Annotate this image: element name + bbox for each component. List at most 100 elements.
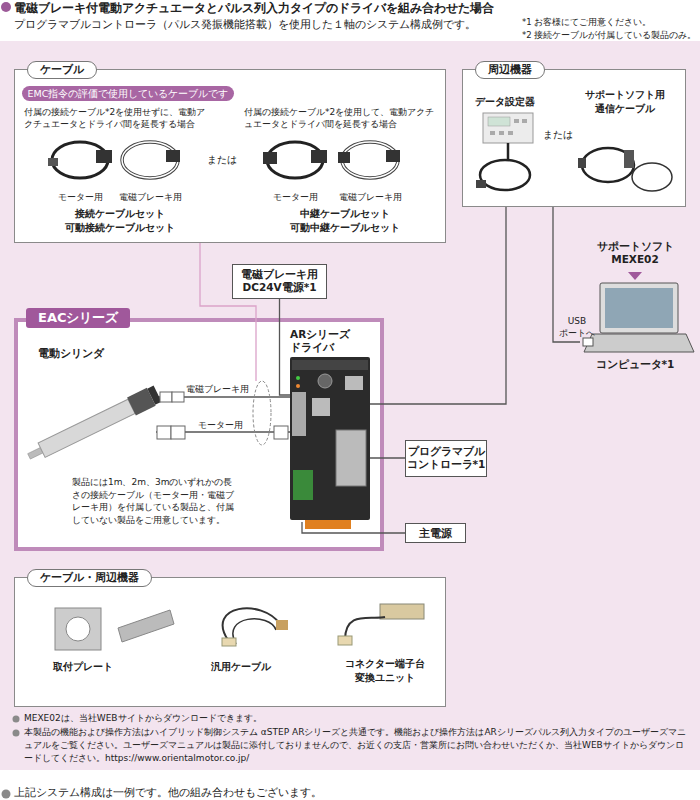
mounting-plate: [118, 610, 174, 642]
cable-connector: [274, 426, 288, 439]
node-heading: 周辺機器: [475, 61, 545, 79]
brake-cable: [122, 142, 178, 178]
connector-label: モーター用: [198, 419, 268, 431]
node-heading: 主電源: [406, 527, 465, 540]
cable-connector: [338, 636, 352, 645]
text-label: モーター用: [50, 191, 110, 203]
title-bullet: [1, 2, 11, 12]
data-setter-key: [514, 119, 519, 123]
general-cable: [233, 619, 276, 644]
cable-connector: [476, 180, 486, 188]
cable-connector: [311, 150, 327, 163]
cable-connector: [48, 158, 58, 166]
text-label: サポートソフト用 通信ケーブル: [573, 88, 677, 115]
setter-cable: [480, 160, 530, 190]
actuator: 電動シリンダ: [28, 366, 156, 458]
text-label: *1 お客様にてご用意ください。: [522, 17, 651, 28]
text-label: または: [538, 128, 578, 142]
laptop-base: [584, 334, 694, 352]
cable-connector: [96, 150, 112, 163]
node-heading: 電磁ブレーキ用 DC24V電源*1: [233, 268, 326, 294]
cable-connector: [157, 426, 171, 439]
connector-line: [156, 396, 290, 397]
group-box: 周辺機器: [462, 69, 686, 207]
mounting-plate: [55, 608, 101, 650]
text-label: モーター用: [265, 191, 325, 203]
node-text: コンピュータ*1: [580, 358, 690, 371]
text-label: 付属の接続ケーブル*2を使用せずに、電動アクチュエータとドライバ間を延長する場合: [24, 106, 212, 130]
node-heading: ケーブル・周辺機器: [27, 569, 152, 587]
cable-connector: [578, 158, 586, 168]
note-pill: EMC指令の評価で使用しているケーブルです: [22, 86, 234, 101]
laptop-screen: [600, 283, 678, 333]
text-label: 電磁ブレーキ用: [334, 191, 406, 203]
brake-cable: [342, 142, 398, 178]
driver-panel: [292, 360, 368, 370]
computer: サポートソフト MEXE02 コンピュータ*1: [580, 240, 690, 375]
cable-connector: [276, 620, 288, 630]
node-heading: サポートソフト MEXE02: [580, 240, 690, 266]
mounting-plate-hole: [66, 617, 90, 641]
driver-unit: ARシリーズ ドライバ: [290, 357, 370, 522]
driver-body: [290, 357, 370, 520]
data-setter-key: [499, 131, 504, 135]
connector-line: [553, 207, 580, 342]
connector-line: [156, 431, 290, 432]
general-cable: [223, 608, 280, 640]
driver-mount: [305, 520, 351, 529]
setter-cable: [507, 143, 510, 160]
cable-connector: [386, 150, 400, 162]
terminal-block: [380, 604, 424, 619]
dashed-ellipse: [253, 381, 271, 445]
usb-port: [583, 338, 593, 346]
text-label: *2 接続ケーブルが付属している製品のみ。: [522, 30, 696, 41]
power-box: 主電源: [405, 523, 466, 543]
text-label: 電磁ブレーキ用: [116, 191, 184, 203]
cable-connector: [160, 392, 172, 402]
brake-cable: [122, 142, 178, 178]
note-bullet: [13, 730, 20, 737]
node-heading: EACシリーズ: [26, 308, 130, 328]
text-label: プログラマブルコントローラ（パルス発振機能搭載）を使用した１軸のシステム構成例で…: [14, 17, 476, 31]
driver-connector: [292, 392, 306, 436]
controller-box: プログラマブル コントローラ*1: [405, 440, 487, 477]
cylinder-motor: [127, 388, 156, 416]
driver-io-connector: [336, 430, 366, 486]
conversion-cable: [345, 617, 385, 640]
text-label: 汎用ケーブル: [196, 660, 286, 674]
cylinder-rod: [28, 448, 43, 460]
brake-cable: [342, 142, 398, 178]
data-setter-key: [508, 131, 513, 135]
node-heading: EMC指令の評価で使用しているケーブルです: [22, 86, 234, 101]
cable-connector: [172, 392, 184, 402]
data-setter: [483, 113, 533, 143]
text-label: 取付プレート: [38, 660, 128, 674]
group-box: ケーブルEMC指令の評価で使用しているケーブルです: [14, 69, 446, 243]
group-box: ケーブル・周辺機器: [14, 577, 446, 707]
power-supply-box: 電磁ブレーキ用 DC24V電源*1: [232, 264, 327, 299]
text-label: MEXE02は、当社WEBサイトからダウンロードできます。: [24, 712, 684, 724]
cylinder-body: [38, 399, 135, 457]
cylinder-brake: [147, 386, 161, 405]
diagram-title: 電磁ブレーキ付電動アクチュエータとパルス列入力タイプのドライバを組み合わせた場合: [14, 0, 494, 17]
text-label: 製品には1m、2m、3mのいずれかの長さの接続ケーブル（モーター用・電磁ブレーキ…: [72, 476, 234, 526]
connector-line: [280, 299, 291, 395]
cable-connector: [263, 152, 277, 164]
text-label: 接続ケーブルセット 可動接続ケーブルセット: [50, 207, 190, 234]
laptop-display: [605, 288, 673, 328]
connector-line: [370, 207, 506, 404]
node-heading: プログラマブル コントローラ*1: [406, 445, 486, 471]
pointer-triangle: [628, 272, 642, 280]
node-heading: ARシリーズ ドライバ: [290, 328, 374, 354]
driver-connector: [345, 376, 363, 390]
note-bullet: [2, 790, 11, 799]
driver-led: [296, 376, 300, 380]
cable-connector: [338, 152, 350, 163]
driver-led: [296, 384, 300, 388]
text-label: 上記システム構成は一例です。他の組み合わせもございます。: [14, 786, 694, 800]
text-label: データ設定器: [470, 95, 540, 109]
node-heading: ケーブル: [27, 61, 97, 79]
